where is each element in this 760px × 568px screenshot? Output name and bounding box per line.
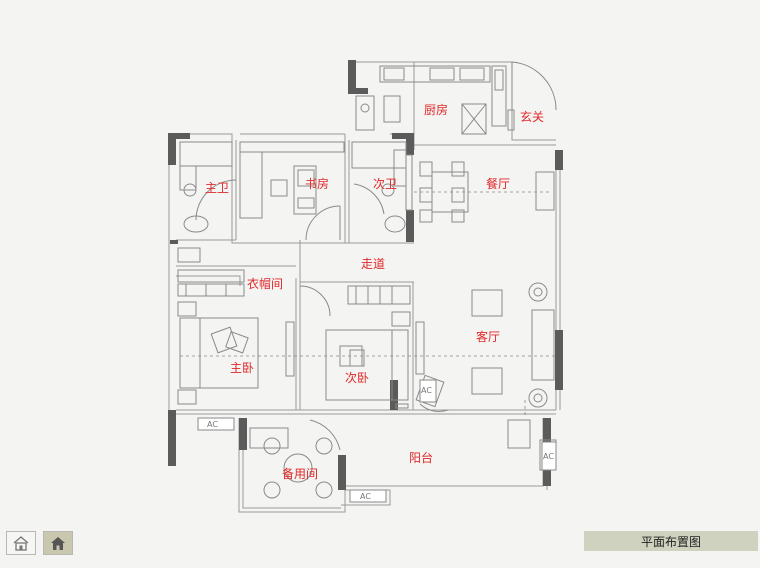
room-label-entrance[interactable]: 玄关: [520, 110, 545, 124]
room-label-walkin-closet[interactable]: 衣帽间: [247, 277, 284, 291]
room-label-living[interactable]: 客厅: [476, 330, 501, 344]
room-label-second-bedroom[interactable]: 次卧: [345, 371, 370, 385]
home-icon: [12, 535, 30, 551]
ac-label-right: AC: [543, 452, 554, 461]
room-label-master-bath[interactable]: 主卫: [205, 181, 230, 195]
ac-label-master: AC: [207, 420, 218, 429]
house-up-button[interactable]: [43, 531, 73, 555]
room-label-dining[interactable]: 餐厅: [486, 177, 511, 191]
ac-label-balcony: AC: [360, 492, 371, 501]
home-button[interactable]: [6, 531, 36, 555]
room-label-master-bedroom[interactable]: 主卧: [230, 361, 255, 375]
room-label-kitchen[interactable]: 厨房: [424, 103, 449, 117]
room-label-balcony[interactable]: 阳台: [409, 451, 434, 465]
room-label-corridor[interactable]: 走道: [361, 257, 386, 271]
view-title: 平面布置图: [584, 531, 758, 551]
room-label-spare-room[interactable]: 备用间: [282, 467, 319, 481]
ac-label-living: AC: [421, 386, 432, 395]
room-label-second-bath[interactable]: 次卫: [373, 177, 398, 191]
house-up-icon: [49, 535, 67, 551]
room-label-study[interactable]: 书房: [305, 177, 330, 191]
